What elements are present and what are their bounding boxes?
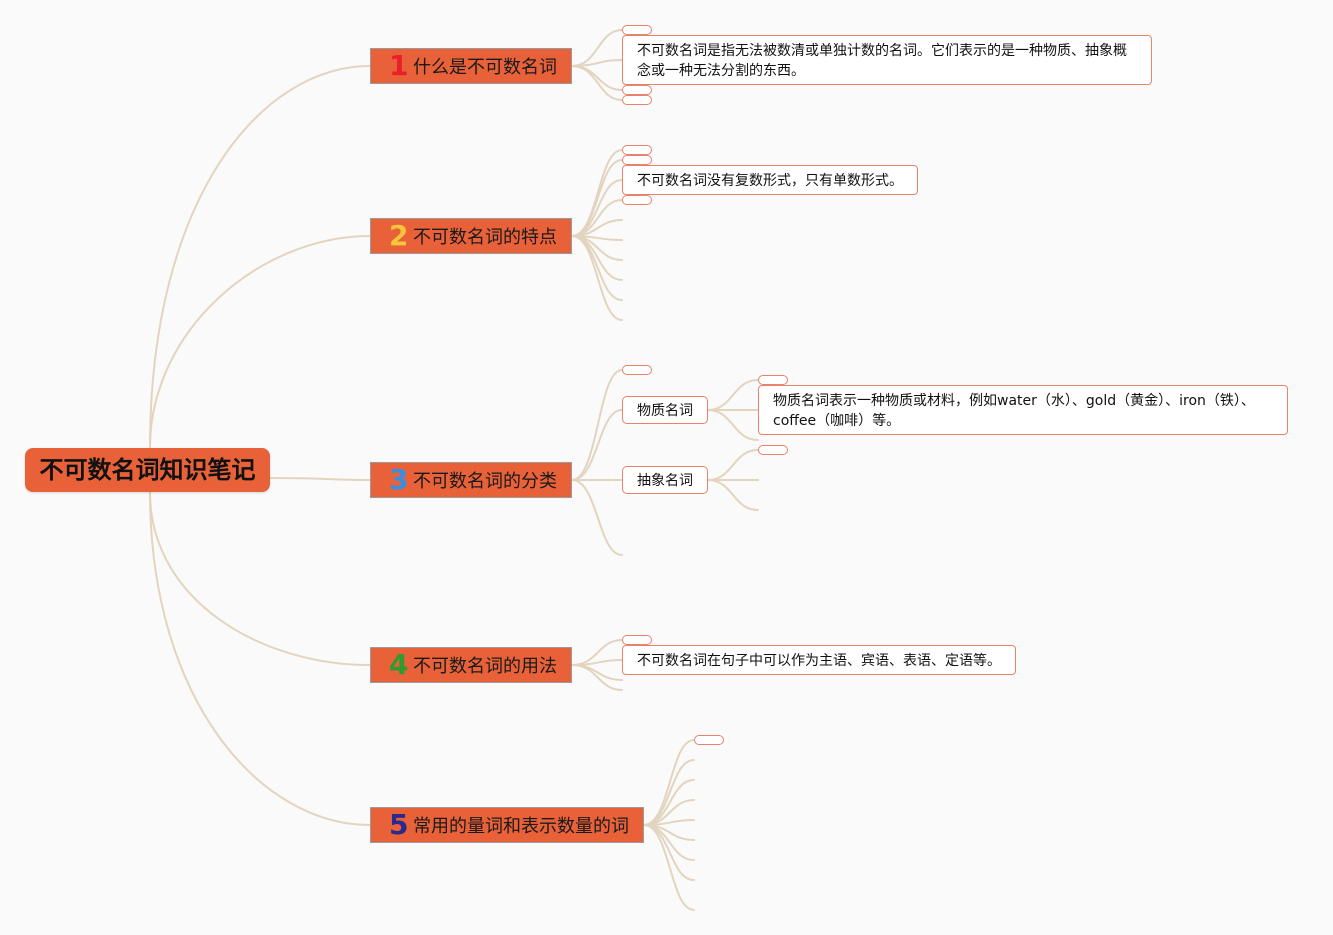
- empty-node[interactable]: [622, 365, 652, 375]
- empty-node[interactable]: [694, 735, 724, 745]
- empty-node[interactable]: [622, 635, 652, 645]
- branch-4-title: 不可数名词的用法: [413, 656, 557, 677]
- link-root-b3: [269, 477, 371, 481]
- empty-node[interactable]: [622, 85, 652, 95]
- material-note[interactable]: 物质名词表示一种物质或材料，例如water（水）、gold（黄金）、iron（铁…: [758, 385, 1288, 435]
- branch-3-number: 3: [389, 463, 409, 496]
- empty-node[interactable]: [622, 145, 652, 155]
- feature-note[interactable]: 不可数名词没有复数形式，只有单数形式。: [622, 165, 918, 195]
- branch-5-number: 5: [389, 808, 409, 841]
- link-mat-3: [707, 409, 759, 441]
- branch-4[interactable]: 4 不可数名词的用法: [370, 647, 572, 683]
- branch-5[interactable]: 5 常用的量词和表示数量的词: [370, 807, 644, 843]
- branch-5-title: 常用的量词和表示数量的词: [413, 816, 629, 837]
- empty-node[interactable]: [622, 155, 652, 165]
- link-root-b2: [149, 235, 371, 449]
- branch-2[interactable]: 2 不可数名词的特点: [370, 218, 572, 254]
- link-b3-2: [571, 409, 623, 481]
- branch-2-number: 2: [389, 219, 409, 252]
- link-b5-7: [643, 824, 695, 861]
- link-abs-3: [707, 479, 759, 511]
- link-b2-4: [571, 199, 623, 237]
- branch-1[interactable]: 1 什么是不可数名词: [370, 48, 572, 84]
- empty-node[interactable]: [622, 195, 652, 205]
- link-b5-2: [643, 759, 695, 826]
- branch-1-title: 什么是不可数名词: [413, 57, 557, 78]
- link-b5-8: [643, 824, 695, 881]
- branch-2-title: 不可数名词的特点: [413, 227, 557, 248]
- link-b4-1: [571, 639, 623, 666]
- category-material[interactable]: 物质名词: [622, 396, 708, 424]
- link-b1-4: [571, 65, 623, 101]
- link-b5-9: [643, 824, 695, 911]
- link-abs-1: [707, 449, 759, 481]
- usage-note[interactable]: 不可数名词在句子中可以作为主语、宾语、表语、定语等。: [622, 645, 1016, 675]
- branch-1-number: 1: [389, 49, 409, 82]
- link-root-b1: [149, 65, 371, 449]
- empty-node[interactable]: [758, 445, 788, 455]
- branch-4-number: 4: [389, 648, 409, 681]
- branch-3[interactable]: 3 不可数名词的分类: [370, 462, 572, 498]
- link-b2-10: [571, 235, 623, 321]
- link-b1-2: [571, 59, 623, 67]
- link-root-b5: [149, 491, 371, 826]
- link-b4-2: [571, 659, 623, 666]
- link-b2-2: [571, 159, 623, 237]
- link-root-b4: [149, 491, 371, 666]
- link-b4-4: [571, 664, 623, 691]
- branch-3-title: 不可数名词的分类: [413, 471, 557, 492]
- link-b3-1: [571, 369, 623, 481]
- empty-node[interactable]: [622, 25, 652, 35]
- link-b2-9: [571, 235, 623, 301]
- link-mat-1: [707, 379, 759, 411]
- empty-node[interactable]: [622, 95, 652, 105]
- root-topic[interactable]: 不可数名词知识笔记: [25, 448, 270, 492]
- empty-node[interactable]: [758, 375, 788, 385]
- link-b3-4: [571, 479, 623, 556]
- category-abstract[interactable]: 抽象名词: [622, 466, 708, 494]
- definition-note[interactable]: 不可数名词是指无法被数清或单独计数的名词。它们表示的是一种物质、抽象概念或一种无…: [622, 35, 1152, 85]
- link-b1-3: [571, 65, 623, 91]
